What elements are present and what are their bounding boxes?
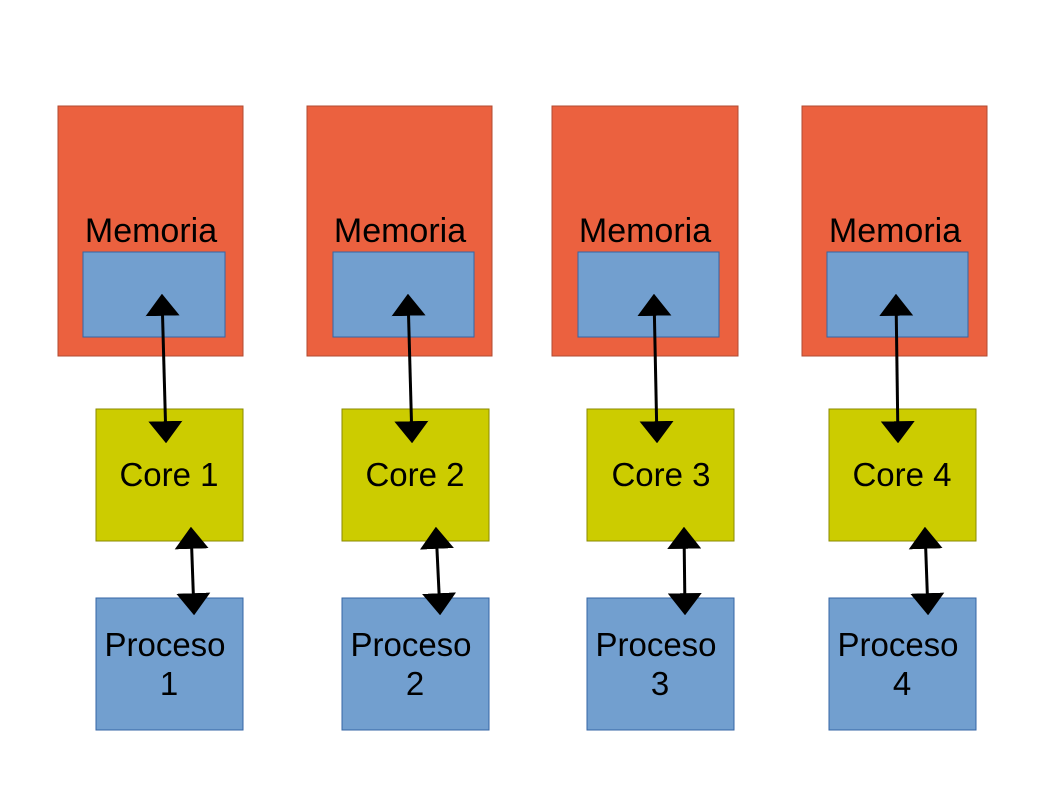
process-block	[341, 597, 490, 731]
memory-core-arrow	[879, 293, 915, 444]
process-block	[95, 597, 244, 731]
core-process-arrow	[908, 526, 945, 616]
memory-core-arrow	[145, 293, 183, 444]
process-label: Proceso	[837, 626, 958, 663]
core-label: Core 4	[852, 456, 951, 493]
memory-region	[577, 251, 720, 338]
core-process-arrow	[419, 526, 457, 616]
core-process-arrow	[174, 526, 211, 616]
process-number: 4	[893, 665, 911, 702]
memory-region	[82, 251, 226, 338]
process-label: Proceso	[350, 626, 471, 663]
memory-label: Memoria	[579, 212, 711, 250]
column-3: Memoria Core 3 Proceso 3	[551, 105, 739, 731]
column-4: Memoria Core 4 Proceso 4	[801, 105, 988, 731]
process-block	[586, 597, 735, 731]
process-label: Proceso	[104, 626, 225, 663]
memory-label: Memoria	[829, 212, 961, 250]
column-2: Memoria Core 2 Proceso 2	[306, 105, 493, 731]
memory-region	[332, 251, 475, 338]
memory-core-arrow	[637, 293, 674, 444]
process-number: 1	[160, 665, 178, 702]
memory-label: Memoria	[334, 212, 466, 250]
core-label: Core 3	[611, 456, 710, 493]
core-label: Core 2	[365, 456, 464, 493]
process-number: 2	[406, 665, 424, 702]
process-block	[828, 597, 977, 731]
process-number: 3	[651, 665, 669, 702]
core-label: Core 1	[119, 456, 218, 493]
memory-core-arrow	[391, 293, 429, 444]
memory-label: Memoria	[85, 212, 217, 250]
core-process-arrow	[667, 526, 702, 616]
column-1: Memoria Core 1 Proceso 1	[57, 105, 244, 731]
process-label: Proceso	[595, 626, 716, 663]
